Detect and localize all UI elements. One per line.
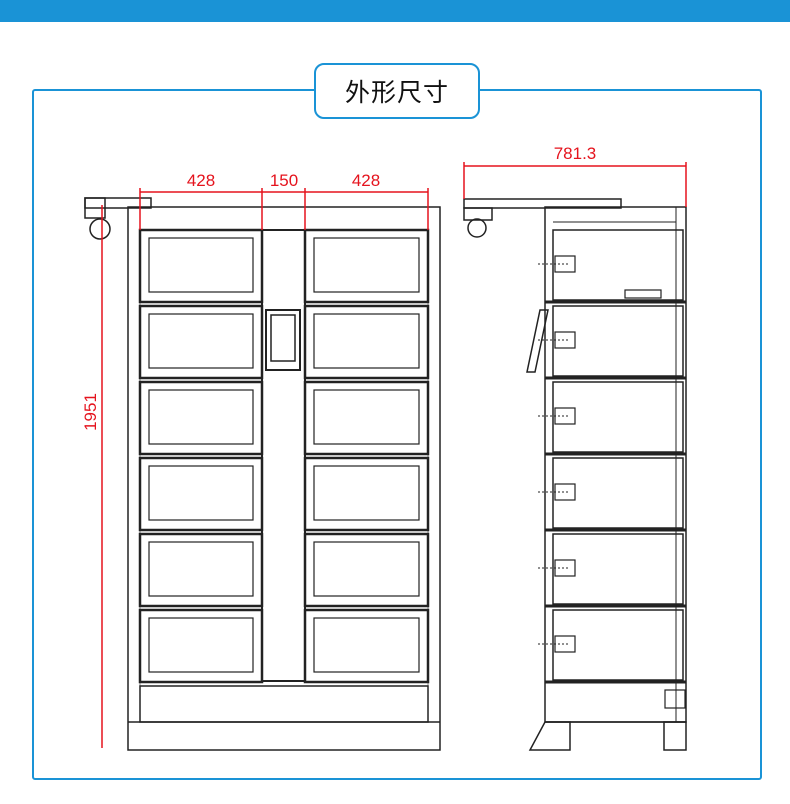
dim-height: 1951 <box>81 393 100 431</box>
locker-door <box>303 380 430 456</box>
door-panel <box>148 237 254 293</box>
side-compartment <box>552 457 684 529</box>
dimension-lines <box>101 162 687 748</box>
locker-door <box>303 532 430 608</box>
locker-door <box>138 608 264 684</box>
door-panel <box>148 617 254 673</box>
door-panel <box>313 237 420 293</box>
dim-depth: 781.3 <box>554 144 597 163</box>
side-foot-front <box>528 721 571 751</box>
door-panel <box>313 541 420 597</box>
door-panel <box>148 541 254 597</box>
locker-door <box>303 456 430 532</box>
center-column <box>261 229 306 682</box>
door-panel <box>313 617 420 673</box>
locker-door <box>138 228 264 304</box>
side-handle <box>664 689 686 709</box>
door-panel <box>148 389 254 445</box>
side-compartment <box>552 229 684 301</box>
side-caster-wheel <box>467 218 487 238</box>
side-compartment <box>552 305 684 377</box>
side-view <box>463 198 687 751</box>
door-panel <box>148 465 254 521</box>
side-compartment <box>552 533 684 605</box>
section-title: 外形尺寸 <box>314 63 480 119</box>
side-outline <box>544 206 687 723</box>
side-foot-back <box>663 721 687 751</box>
locker-door <box>303 608 430 684</box>
side-caster-mount <box>463 207 493 221</box>
door-panel <box>313 465 420 521</box>
base-panel <box>139 685 429 723</box>
door-panel <box>313 313 420 369</box>
dim-right-width: 428 <box>352 171 380 190</box>
front-view <box>84 197 441 751</box>
door-panel <box>313 389 420 445</box>
locker-door <box>138 380 264 456</box>
touch-screen <box>270 314 296 362</box>
side-compartment <box>552 609 684 681</box>
locker-door <box>138 456 264 532</box>
caster-mount <box>84 197 106 219</box>
cabinet-outline <box>127 206 441 751</box>
side-part <box>624 289 662 299</box>
touch-screen-frame <box>265 309 301 371</box>
side-top-bracket <box>463 198 622 209</box>
dim-middle-width: 150 <box>270 171 298 190</box>
caster-wheel <box>89 218 111 240</box>
locker-door <box>303 304 430 380</box>
side-screen <box>526 309 549 373</box>
dim-left-width: 428 <box>187 171 215 190</box>
side-compartment <box>552 381 684 453</box>
top-banner <box>0 0 790 22</box>
locker-door <box>303 228 430 304</box>
door-panel <box>148 313 254 369</box>
locker-door <box>138 532 264 608</box>
locker-door <box>138 304 264 380</box>
